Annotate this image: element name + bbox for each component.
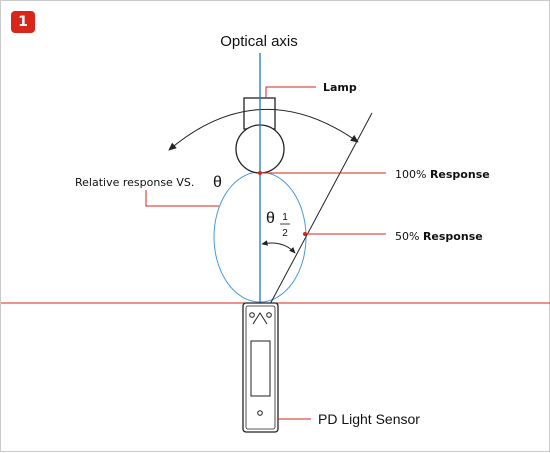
relative-response-leader bbox=[145, 190, 219, 207]
response-100-word: Response bbox=[430, 168, 490, 181]
theta-label: θ bbox=[213, 174, 222, 191]
half-angle-denominator: 2 bbox=[282, 228, 288, 239]
half-angle-arc bbox=[261, 240, 296, 254]
response-100-label: 100% Response bbox=[395, 168, 490, 181]
response-100-point bbox=[258, 171, 262, 175]
optical-axis-label: Optical axis bbox=[220, 33, 298, 50]
sensor-label: PD Light Sensor bbox=[318, 411, 420, 427]
response-50-point bbox=[303, 232, 307, 236]
half-angle-theta: θ bbox=[266, 210, 275, 227]
relative-response-text: Relative response VS. bbox=[75, 176, 194, 189]
response-50-label: 50% Response bbox=[395, 230, 483, 243]
response-50-value: 50% bbox=[395, 230, 423, 243]
rotation-arc bbox=[168, 108, 359, 151]
relative-response-label: Relative response VS. bbox=[75, 176, 194, 189]
lamp-label: Lamp bbox=[323, 81, 357, 94]
pd-light-sensor-body bbox=[242, 302, 279, 433]
angle-line bbox=[259, 112, 373, 324]
response-100-value: 100% bbox=[395, 168, 430, 181]
figure-number-badge: 1 bbox=[11, 11, 35, 33]
lamp-leader bbox=[265, 86, 316, 98]
half-angle-numerator: 1 bbox=[282, 212, 288, 223]
response-50-word: Response bbox=[423, 230, 483, 243]
